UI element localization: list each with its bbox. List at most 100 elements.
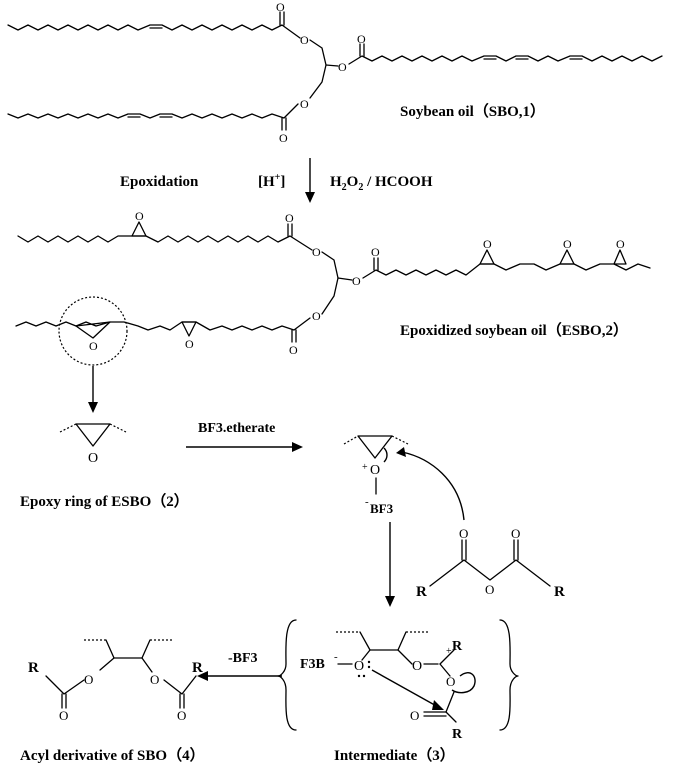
esbo-bottom-ester-o: O xyxy=(312,309,321,323)
esbo-glycerol xyxy=(321,251,339,315)
sbo-mid-ester-o: O xyxy=(338,60,347,74)
epoxide-highlight-circle xyxy=(58,296,128,366)
intermediate-o-neg: O xyxy=(446,674,455,689)
intermediate-left-bracket xyxy=(277,619,297,731)
lone-pair-dot-2 xyxy=(362,674,366,678)
esbo-top-chain xyxy=(17,235,313,251)
sbo-top-carbonyl-o: O xyxy=(276,0,285,14)
lone-pair-dot-1 xyxy=(357,674,361,678)
esbo-mid-epoxide-1 xyxy=(479,249,495,265)
intermediate-f3b: F3B xyxy=(300,657,325,672)
anhydride-o-left: O xyxy=(459,526,468,541)
minus-bf3-label: -BF3 xyxy=(228,651,258,666)
product-c2-o xyxy=(141,657,153,673)
epoxidation-label: Epoxidation xyxy=(120,174,199,190)
esbo-bottom-epoxide-1 xyxy=(181,321,197,337)
intermediate-b-minus: - xyxy=(334,651,338,663)
intermediate-c2-up xyxy=(397,631,407,651)
esbo-mid-chain xyxy=(362,263,651,279)
product-c1 xyxy=(99,639,115,671)
act-epoxide-triangle xyxy=(357,435,393,459)
esbo-top-carbonyl-o: O xyxy=(285,211,294,225)
ring-open-arrow xyxy=(383,447,388,463)
intermediate-c-plus: + xyxy=(446,646,452,657)
epoxy-ring: O xyxy=(59,423,127,466)
bf3-etherate-label: BF3.etherate xyxy=(198,421,275,436)
sbo-top-chain xyxy=(7,24,301,39)
product-r-right: R xyxy=(192,660,203,676)
act-bf3-label: BF3 xyxy=(370,501,394,516)
intermediate-label: Intermediate（3） xyxy=(334,746,455,764)
esbo-bottom-carbonyl-o: O xyxy=(289,343,298,357)
epoxy-right-dash xyxy=(109,423,127,433)
intermediate-structure: F3B - O O + R O O R xyxy=(277,619,519,742)
anhydride-r-right: R xyxy=(554,584,565,600)
nucleophilic-attack-arrowhead xyxy=(396,447,406,457)
sbo-bottom-chain xyxy=(7,103,299,119)
sbo-mid-chain xyxy=(348,55,663,65)
bf3-arrowhead xyxy=(292,442,303,452)
to-intermediate-arrowhead xyxy=(385,596,395,607)
sbo-bottom-ester-o: O xyxy=(300,97,309,111)
anhydride-backbone xyxy=(429,559,551,587)
intermediate-c2-o xyxy=(397,649,413,665)
sbo-bottom-carbonyl-o: O xyxy=(279,131,288,145)
lone-pair-dot-4 xyxy=(367,665,371,669)
epoxy-left-dash xyxy=(59,423,77,433)
activated-epoxide: O + - BF3 xyxy=(343,435,465,521)
esbo-bottom-epoxide-1-o: O xyxy=(185,337,194,351)
intermediate-acyl-r-bond xyxy=(445,711,457,723)
product-left-co-o: O xyxy=(59,708,68,723)
anhydride-o-right: O xyxy=(511,526,520,541)
product-c2-up xyxy=(141,639,151,659)
intermediate-curly-arrow xyxy=(451,672,476,694)
product-right-ester xyxy=(163,675,197,695)
act-left-dash xyxy=(343,435,359,445)
anhydride-structure: O O O R R xyxy=(416,526,565,600)
epoxidation-arrowhead xyxy=(305,192,315,203)
reagent-label: H2O2 / HCOOH xyxy=(330,174,433,193)
esbo-mid-ester-o: O xyxy=(352,274,361,288)
esbo-bottom-epoxide-2 xyxy=(75,321,111,339)
intermediate-r-top: R xyxy=(452,639,463,654)
esbo-top-ester-o: O xyxy=(312,245,321,259)
intermediate-r-bottom: R xyxy=(452,727,463,742)
intermediate-attack-arrow xyxy=(371,669,441,709)
sbo-glycerol-mid xyxy=(325,64,339,67)
epoxy-ring-o: O xyxy=(88,451,98,466)
intermediate-attack-arrowhead xyxy=(432,700,444,710)
intermediate-c-r-bond xyxy=(439,649,455,665)
to-product-arrowhead xyxy=(197,671,208,681)
intermediate-c-o-bond xyxy=(439,663,451,677)
esbo-top-epoxide xyxy=(131,221,147,237)
esbo-label: Epoxidized soybean oil（ESBO,2） xyxy=(400,321,628,339)
epoxy-ring-triangle xyxy=(75,423,111,447)
epoxy-ring-label: Epoxy ring of ESBO（2） xyxy=(20,492,189,510)
product-r-left: R xyxy=(28,660,39,676)
sbo-top-ester-o: O xyxy=(300,33,309,47)
anhydride-r-left: R xyxy=(416,584,427,600)
intermediate-c1 xyxy=(359,631,371,661)
esbo-mid-epoxide-2-o: O xyxy=(563,237,572,251)
intermediate-alkoxide-o: O xyxy=(354,659,364,674)
act-o-plus: + xyxy=(362,462,368,473)
esbo-glycerol-mid xyxy=(337,277,353,281)
intermediate-ester-o: O xyxy=(412,659,422,674)
h-plus-label: [H+] xyxy=(258,172,285,190)
esbo-mid-epoxide-1-o: O xyxy=(483,237,492,251)
product-o-left: O xyxy=(84,672,93,687)
esbo-structure: O O O O O O O O O O O O xyxy=(15,209,651,366)
intermediate-acyl-o: O xyxy=(410,708,419,723)
esbo-mid-epoxide-3 xyxy=(613,249,627,265)
act-right-dash xyxy=(391,435,409,445)
zoom-arrowhead xyxy=(88,402,98,413)
lone-pair-dot-3 xyxy=(367,660,371,664)
act-epoxide-o: O xyxy=(370,463,380,478)
sbo-glycerol xyxy=(309,39,327,99)
esbo-top-epoxide-o: O xyxy=(135,209,144,223)
esbo-mid-epoxide-3-o: O xyxy=(616,237,625,251)
intermediate-right-bracket xyxy=(499,619,519,731)
sbo-label: Soybean oil（SBO,1） xyxy=(400,102,545,120)
intermediate-acyl-link xyxy=(445,691,455,713)
